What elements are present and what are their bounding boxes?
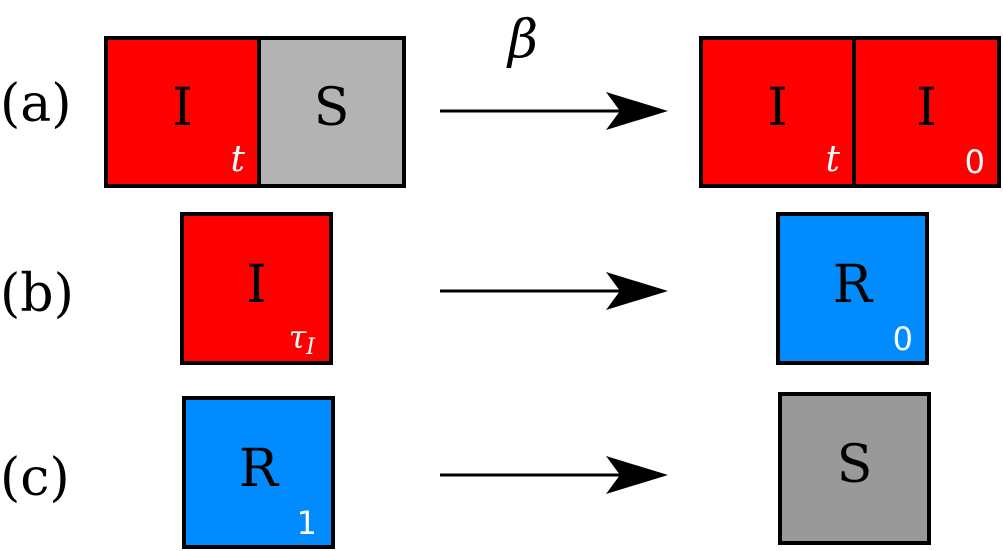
state-label: I: [767, 77, 788, 138]
state-label: S: [836, 434, 873, 495]
row-a-right-pair: I t I 0: [699, 36, 1001, 188]
arrow-head: [606, 92, 668, 130]
row-label-c: (c): [0, 448, 70, 508]
row-c-left-cell-recovered: R 1: [182, 396, 335, 549]
row-a-right-cell-new-infected: I 0: [856, 40, 997, 184]
tau-symbol: τ: [288, 318, 307, 356]
row-label-a: (a): [0, 74, 72, 134]
time-subscript: 1: [296, 504, 317, 542]
cell-divider: [852, 40, 856, 184]
time-subscript: 0: [892, 320, 913, 358]
row-b-left-cell-infected: I τI: [180, 212, 333, 365]
arrow-head: [606, 456, 668, 494]
cell-divider: [257, 40, 261, 184]
state-label: I: [246, 254, 267, 315]
row-a-left-cell-susceptible: S: [261, 40, 402, 184]
row-a-left-pair: I t S: [104, 36, 406, 188]
time-subscript: t: [230, 139, 245, 180]
row-c-right-cell-susceptible: S: [778, 392, 931, 545]
row-b-right-cell-recovered: R 0: [776, 212, 929, 365]
row-c-arrow: [440, 456, 668, 494]
arrow-head: [606, 272, 668, 310]
row-a-arrow: [440, 92, 668, 130]
state-label: I: [172, 77, 193, 138]
time-subscript: t: [825, 139, 840, 180]
state-label: R: [832, 254, 873, 315]
transmission-rate-label: β: [508, 10, 539, 70]
tau-index: I: [306, 335, 315, 360]
time-subscript: 0: [964, 143, 985, 181]
state-label: S: [313, 77, 350, 138]
row-label-b: (b): [0, 264, 74, 324]
infectious-period-subscript: τI: [288, 318, 315, 359]
row-a-left-cell-infected: I t: [108, 40, 257, 184]
row-a-right-cell-infected: I t: [703, 40, 852, 184]
state-label: I: [916, 77, 937, 138]
state-label: R: [238, 438, 279, 499]
row-b-arrow: [440, 272, 668, 310]
